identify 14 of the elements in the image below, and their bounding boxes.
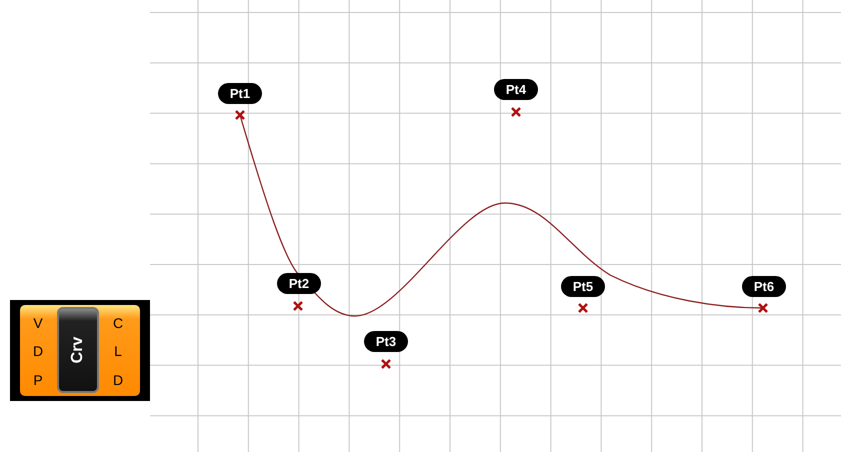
point-label: Pt4	[494, 78, 538, 100]
point-label: Pt5	[561, 276, 605, 296]
port-label: L	[113, 343, 123, 359]
component-block	[10, 300, 150, 401]
point-label: Pt1	[218, 82, 262, 104]
port-label: P	[32, 372, 44, 388]
port-label: C	[112, 315, 124, 331]
point-label: Pt2	[277, 272, 321, 294]
port-label: D	[32, 343, 44, 359]
point-label: Pt3	[364, 330, 408, 352]
port-label: D	[112, 372, 124, 388]
port-label: V	[32, 315, 44, 331]
component-name: Crv	[69, 336, 87, 364]
point-label: Pt6	[742, 276, 786, 296]
